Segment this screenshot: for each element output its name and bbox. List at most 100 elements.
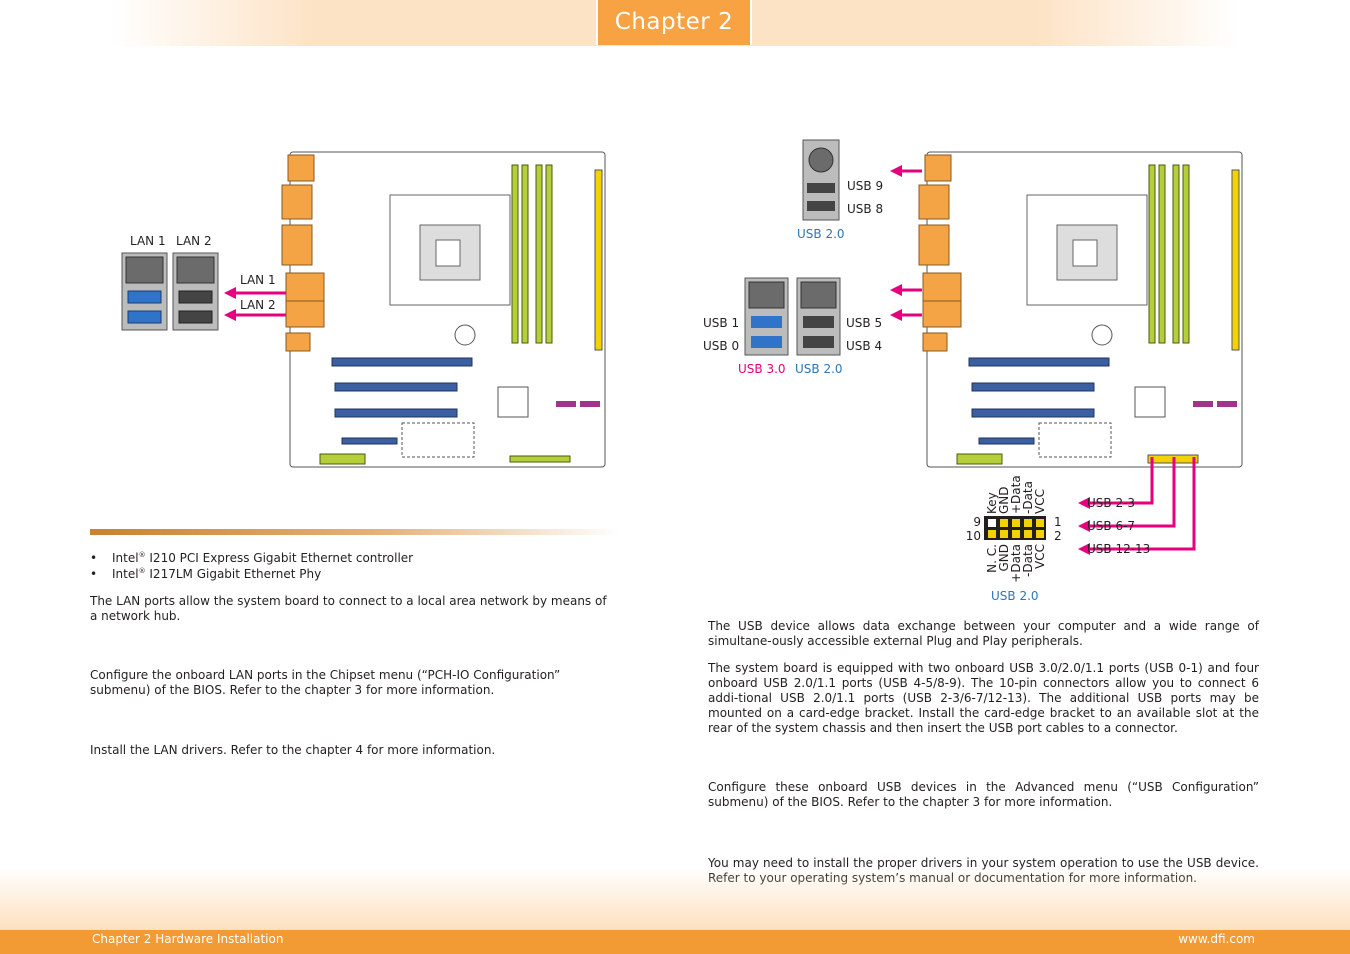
usb1-label: USB 1	[703, 316, 739, 330]
pin-number-10: 10	[966, 529, 981, 543]
io-connector	[285, 272, 325, 302]
pin	[988, 530, 996, 538]
dimm-slot	[545, 164, 553, 344]
dimm-slot	[1148, 164, 1156, 344]
io-connector	[922, 332, 948, 352]
io-connector	[285, 332, 311, 352]
dimm-slot	[1172, 164, 1180, 344]
left-stack-caption: USB 3.0	[738, 362, 786, 376]
usb-arrow	[890, 284, 922, 296]
pin-label-top: Key	[985, 492, 999, 514]
rj45-jack	[748, 281, 785, 309]
lan-diagram: LAN 1 LAN 2 LAN 1 LAN 2	[121, 151, 606, 468]
usb-2-3-leader	[1088, 457, 1154, 505]
sata-connector	[1193, 401, 1213, 407]
lan1-arrow-label: LAN 1	[240, 273, 276, 287]
usb2-port	[178, 290, 213, 304]
pcie-slot	[341, 437, 398, 445]
lan-bios-paragraph: Configure the onboard LAN ports in the C…	[90, 668, 561, 697]
m2-slot	[401, 422, 475, 458]
footer-chapter-title: Chapter 2 Hardware Installation	[92, 932, 284, 946]
footer-glow	[0, 868, 1350, 930]
motherboard	[926, 151, 1243, 468]
usb3-port	[751, 316, 782, 328]
header-strip	[594, 169, 603, 351]
usb-12-13-leader	[1088, 457, 1196, 551]
pcie-slot	[978, 437, 1035, 445]
usb0-label: USB 0	[703, 339, 739, 353]
usb-diagram: USB 9 USB 8 USB 2.0 USB 1 USB 0 USB 3.0 …	[703, 139, 1243, 603]
battery	[454, 324, 476, 346]
pcie-slot	[968, 357, 1110, 367]
pin	[1036, 519, 1044, 527]
chipset	[1134, 386, 1166, 418]
sata-connector	[556, 401, 576, 407]
io-connector	[918, 184, 950, 220]
chapter-tab[interactable]: Chapter 2	[596, 0, 752, 45]
io-connector	[285, 300, 325, 328]
pcie-slot	[334, 408, 458, 418]
io-connector	[918, 224, 950, 266]
dimm-slot	[1158, 164, 1166, 344]
io-connector	[922, 272, 962, 302]
pin	[1024, 530, 1032, 538]
usb-6-7-leader	[1088, 457, 1176, 528]
pin	[988, 519, 996, 527]
lan-paragraph: The LAN ports allow the system board to …	[90, 594, 607, 623]
usb4-label: USB 4	[846, 339, 882, 353]
pin-label-bottom: N. C.	[985, 544, 999, 573]
usb3-port	[751, 336, 782, 348]
io-connector	[922, 300, 962, 328]
pin	[1000, 530, 1008, 538]
lan1-arrow	[224, 287, 286, 299]
battery	[1091, 324, 1113, 346]
pcie-slot	[971, 408, 1095, 418]
pcie-slot	[334, 382, 458, 392]
usb3-port	[127, 310, 162, 324]
pin-number-9: 9	[973, 515, 981, 529]
dimm-slot	[535, 164, 543, 344]
sata-connector	[580, 401, 600, 407]
ps2-port	[808, 147, 834, 173]
usb5-label: USB 5	[846, 316, 882, 330]
usb2-port	[178, 310, 213, 324]
lan2-arrow	[224, 309, 286, 321]
front-header	[509, 455, 571, 463]
usb-paragraph-1: The USB device allows data exchange betw…	[708, 619, 1259, 648]
pin	[1012, 530, 1020, 538]
usb2-port	[803, 316, 834, 328]
pin	[1036, 530, 1044, 538]
lan2-arrow-label: LAN 2	[240, 298, 276, 312]
pin-label-top: +Data	[1009, 475, 1023, 514]
usb-bios-paragraph: Configure these onboard USB devices in t…	[708, 780, 1259, 809]
pin	[1000, 519, 1008, 527]
usb-arrow	[890, 309, 922, 321]
section-divider	[90, 529, 620, 535]
cpu-socket	[1026, 194, 1148, 306]
pin	[1024, 519, 1032, 527]
pin-number-1: 1	[1054, 515, 1062, 529]
cpu-socket	[389, 194, 511, 306]
io-connector	[287, 154, 315, 182]
pin-label-top: GND	[997, 486, 1011, 514]
front-header	[956, 453, 1003, 465]
usb2-port	[807, 201, 835, 211]
dimm-slot	[511, 164, 519, 344]
pin-label-top: VCC	[1033, 489, 1047, 514]
pin-label-bottom: VCC	[1033, 544, 1047, 569]
pin-number-2: 2	[1054, 529, 1062, 543]
bullet-item: Intel® I210 PCI Express Gigabit Ethernet…	[90, 550, 413, 566]
dimm-slot	[1182, 164, 1190, 344]
pin-label-top: -Data	[1021, 481, 1035, 514]
front-header	[319, 453, 366, 465]
rj45-jack	[176, 256, 215, 284]
usb8-label: USB 8	[847, 202, 883, 216]
usb2-port	[807, 183, 835, 193]
chipset	[497, 386, 529, 418]
footer-website-link[interactable]: www.dfi.com	[1178, 932, 1255, 946]
m2-slot	[1038, 422, 1112, 458]
footer-bar	[0, 930, 1350, 954]
header-strip	[1231, 169, 1240, 351]
usb2-port	[803, 336, 834, 348]
usb9-label: USB 9	[847, 179, 883, 193]
